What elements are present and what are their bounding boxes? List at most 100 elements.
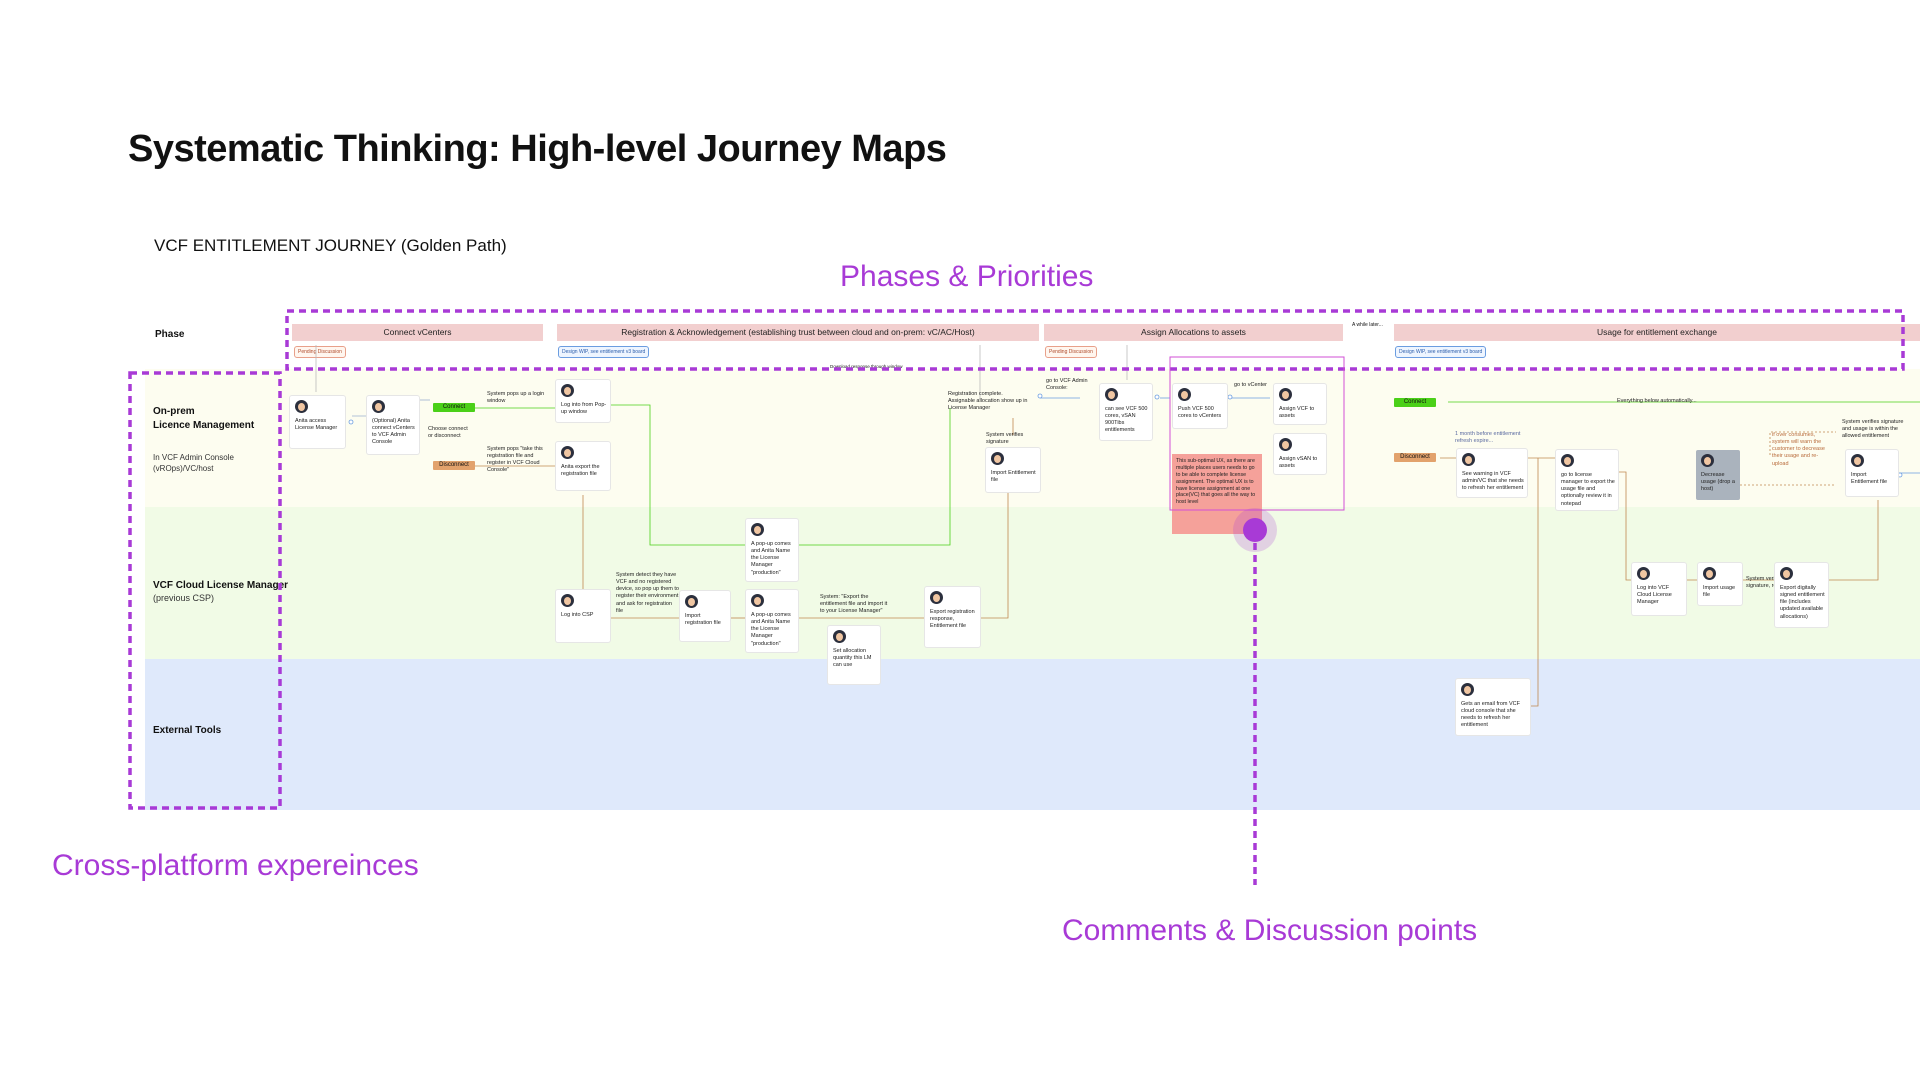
connect-button[interactable]: Connect	[433, 403, 475, 412]
step-card-export-usage[interactable]: go to license manager to export the usag…	[1556, 450, 1618, 510]
step-text: A pop-up comes and Anita Name the Licens…	[751, 612, 791, 647]
avatar	[1461, 683, 1474, 696]
avatar	[930, 591, 943, 604]
step-card-export-response[interactable]: Export registration response, Entitlemen…	[925, 587, 980, 647]
between-phase-label: A while later...	[1352, 322, 1383, 328]
goto-vcenter-text: go to vCenter	[1234, 382, 1268, 388]
avatar	[1279, 438, 1292, 451]
step-text: Assign VCF to assets	[1279, 406, 1315, 420]
step-text: Log into CSP	[561, 612, 594, 618]
step-card-see-warning[interactable]: See warning in VCF admin/VC that she nee…	[1457, 449, 1527, 497]
journey-subtitle: VCF ENTITLEMENT JOURNEY (Golden Path)	[154, 236, 507, 255]
step-text: See warning in VCF admin/VC that she nee…	[1462, 471, 1524, 492]
avatar	[1703, 567, 1716, 580]
lane-title-cloud: VCF Cloud License Manager	[153, 580, 289, 591]
step-text: A pop-up comes and Anita Name the Licens…	[751, 541, 791, 576]
lane-sub-cloud: (previous CSP)	[153, 593, 215, 603]
lane-external	[145, 659, 1920, 810]
step-card-push-cores[interactable]: Push VCF 500 cores to vCenters	[1173, 384, 1227, 428]
step-text: Log into VCF Cloud License Manager	[1637, 585, 1672, 606]
step-card-name-lm[interactable]: A pop-up comes and Anita Name the Licens…	[746, 519, 798, 581]
avatar	[561, 594, 574, 607]
lane-sub-onprem: In VCF Admin Console(vROps)/VC/host	[153, 453, 234, 473]
step-text: Import usage file	[1703, 585, 1736, 599]
phase-connect-vcenters: Connect vCenters	[292, 324, 543, 341]
avatar	[1780, 567, 1793, 580]
avatar	[751, 594, 764, 607]
step-card-assign-vsan[interactable]: Assign vSAN to assets	[1274, 434, 1326, 474]
step-text: can see VCF 500 cores, vSAN 900Tibs enti…	[1105, 406, 1148, 434]
disconnect-button[interactable]: Disconnect	[433, 461, 475, 470]
step-text: Anita access License Manager	[295, 418, 338, 432]
step-text: go to license manager to export the usag…	[1561, 472, 1615, 507]
avatar	[561, 384, 574, 397]
avatar	[685, 595, 698, 608]
status-tag-design-wip: Design WIP, see entitlement v3 board	[1395, 346, 1487, 358]
step-text: Log into from Pop-up window	[561, 402, 607, 416]
connect-button[interactable]: Connect	[1394, 398, 1436, 407]
step-text: Export registration response, Entitlemen…	[930, 609, 975, 630]
step-card-login-popup[interactable]: Log into from Pop-up window	[556, 380, 610, 422]
system-verifies-usage-text: System verifies signature and usage is w…	[1842, 419, 1904, 440]
system-export-text: System: "Export the entitlement file and…	[820, 594, 888, 615]
step-card-connect-vcenters[interactable]: (Optional) Anita connect vCenters to VCF…	[367, 396, 419, 454]
system-verifies-text: System verifies signature	[986, 432, 1024, 446]
lane-title-external: External Tools	[153, 725, 222, 736]
step-card-set-allocation[interactable]: Set allocation quantity this LM can use	[828, 626, 880, 684]
step-card-export-signed[interactable]: Export digitally signed entitlement file…	[1775, 563, 1828, 627]
avatar	[372, 400, 385, 413]
step-card-see-entitlements[interactable]: can see VCF 500 cores, vSAN 900Tibs enti…	[1100, 384, 1152, 440]
step-card-login-cloud-lm[interactable]: Log into VCF Cloud License Manager	[1632, 563, 1686, 615]
callout-comments: Comments & Discussion points	[1062, 914, 1478, 947]
goto-admin-text: go to VCF Admin Console:	[1046, 378, 1088, 392]
step-text: Anita export the registration file	[561, 464, 600, 478]
avatar	[1851, 454, 1864, 467]
step-card-email[interactable]: Gets an email from VCF cloud console tha…	[1456, 679, 1530, 735]
popup-login-text: System pops up a login window	[487, 391, 545, 405]
step-card-import-registration[interactable]: Import registration file	[680, 591, 730, 641]
disconnect-button[interactable]: Disconnect	[1394, 453, 1436, 462]
step-text: Set allocation quantity this LM can use	[833, 648, 872, 669]
system-verifies-registration-text: System verifies signature, registration	[1746, 576, 1799, 590]
status-tag-pending: Pending Discussion	[1045, 346, 1097, 358]
avatar	[1561, 454, 1574, 467]
step-card-name-lm-2[interactable]: A pop-up comes and Anita Name the Licens…	[746, 590, 798, 652]
step-text: Import registration file	[685, 613, 721, 627]
step-card-import-entitlement[interactable]: Import Entitlement file	[986, 448, 1040, 492]
step-card-import-entitlement-2[interactable]: Import Entitlement file	[1846, 450, 1898, 496]
month-before-text: 1 month before entitlement refresh expir…	[1455, 431, 1521, 445]
callout-phases: Phases & Priorities	[840, 260, 1094, 293]
avatar	[1462, 453, 1475, 466]
phase-usage-exchange: Usage for entitlement exchange	[1394, 324, 1920, 341]
overconsume-text: if over consumes, system will warn the c…	[1772, 432, 1825, 467]
step-text: Import Entitlement file	[991, 470, 1036, 484]
page-title: Systematic Thinking: High-level Journey …	[128, 128, 947, 170]
step-text: Push VCF 500 cores to vCenters	[1178, 406, 1222, 420]
step-card-decrease-usage[interactable]: Decrease usage (drop a host)	[1696, 450, 1740, 500]
status-tag-design-wip: Design WIP, see entitlement v3 board	[558, 346, 650, 358]
avatar	[1637, 567, 1650, 580]
avatar	[833, 630, 846, 643]
everything-below-text: Everything below automatically...	[1617, 398, 1697, 404]
step-card-login-csp[interactable]: Log into CSP	[556, 590, 610, 642]
step-text: Decrease usage (drop a host)	[1701, 472, 1735, 493]
callout-cross-platform: Cross-platform expereinces	[52, 849, 419, 882]
step-text: (Optional) Anita connect vCenters to VCF…	[372, 418, 415, 446]
step-card-assign-vcf[interactable]: Assign VCF to assets	[1274, 384, 1326, 424]
phase-row-label: Phase	[155, 329, 185, 340]
step-text: Export digitally signed entitlement file…	[1780, 585, 1825, 620]
step-text: Import Entitlement file	[1851, 472, 1888, 486]
discussion-note[interactable]: This sub-optimal UX, as there are multip…	[1172, 454, 1262, 534]
step-card-access-lm[interactable]: Anita access License Manager	[290, 396, 345, 448]
avatar	[1701, 454, 1714, 467]
step-card-export-registration[interactable]: Anita export the registration file	[556, 442, 610, 490]
avatar	[1178, 388, 1191, 401]
avatar	[295, 400, 308, 413]
avatar	[991, 452, 1004, 465]
avatar	[1279, 388, 1292, 401]
registration-file-text: System pops "take this registration file…	[487, 446, 543, 474]
step-card-import-usage[interactable]: Import usage file	[1698, 563, 1742, 605]
choose-text: Choose connect or disconnect	[428, 426, 468, 440]
step-text: Gets an email from VCF cloud console tha…	[1461, 701, 1520, 729]
